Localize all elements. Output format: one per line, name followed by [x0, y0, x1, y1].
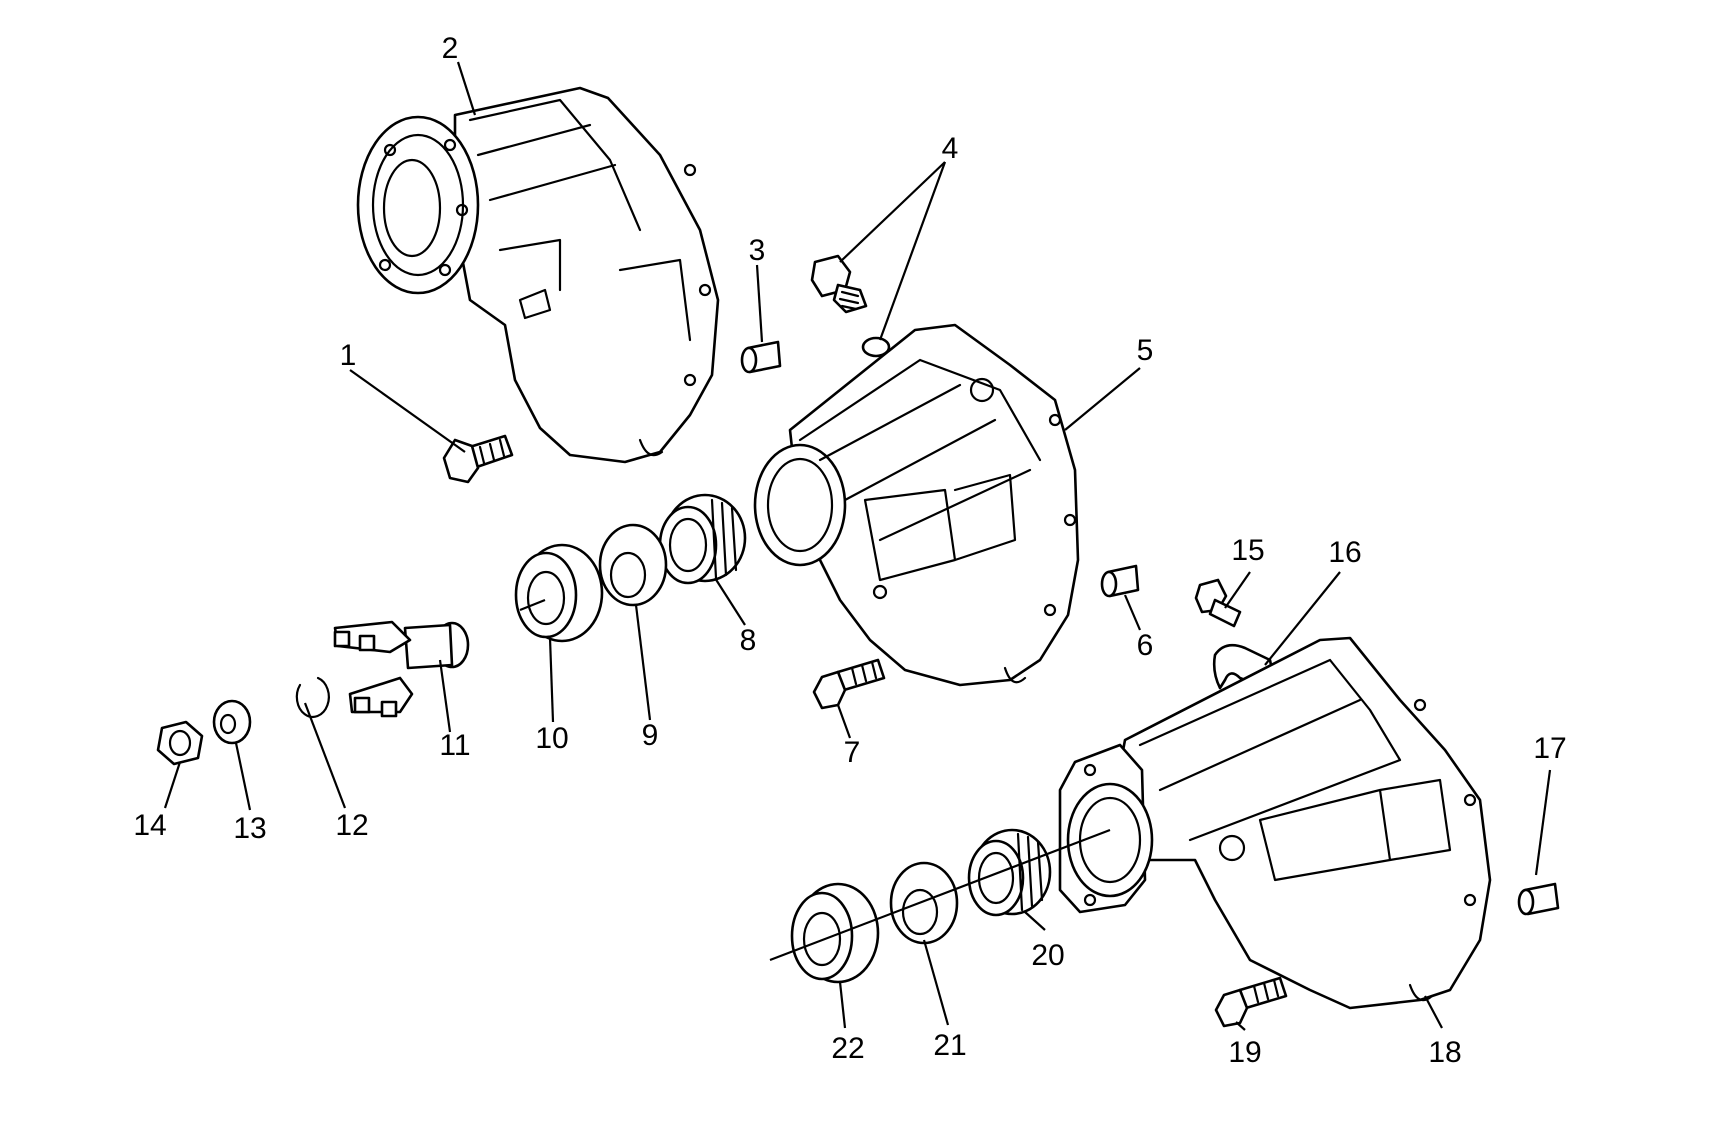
callout-15: 15	[1231, 534, 1264, 567]
bearing-part-8	[658, 493, 747, 585]
middle-housing-part	[753, 323, 1080, 687]
snap-ring-part-12	[295, 676, 330, 719]
bolt-part-1	[442, 434, 514, 484]
callout-7: 7	[844, 736, 861, 769]
shim-part-21	[889, 861, 959, 945]
leader-lines	[163, 61, 1552, 1031]
bearing-part-20	[967, 828, 1052, 917]
callout-18: 18	[1428, 1036, 1461, 1069]
switch-part-4	[810, 254, 891, 358]
callout-5: 5	[1137, 334, 1154, 367]
dowel-part-3	[740, 340, 782, 374]
assembly-axis-rear	[769, 828, 1111, 962]
seal-part-10	[514, 543, 604, 643]
callout-8: 8	[740, 624, 757, 657]
callout-22: 22	[831, 1032, 864, 1065]
callout-3: 3	[749, 234, 766, 267]
callout-20: 20	[1031, 939, 1064, 972]
callout-9: 9	[642, 719, 659, 752]
yoke-part-11	[333, 620, 470, 718]
callout-16: 16	[1328, 536, 1361, 569]
callout-2: 2	[442, 32, 459, 65]
callout-17: 17	[1533, 732, 1566, 765]
callout-13: 13	[233, 812, 266, 845]
dowel-part-17	[1517, 882, 1560, 916]
rear-housing-part	[1058, 636, 1492, 1010]
bolt-part-19	[1214, 976, 1288, 1028]
washer-part-13	[212, 699, 252, 745]
callout-4: 4	[942, 132, 959, 165]
shim-part-9	[598, 523, 668, 607]
callout-12: 12	[335, 809, 368, 842]
callout-21: 21	[933, 1029, 966, 1062]
callout-1: 1	[340, 339, 357, 372]
callout-6: 6	[1137, 629, 1154, 662]
callout-10: 10	[535, 722, 568, 755]
front-housing-part	[356, 86, 720, 464]
assembly-axis-front	[519, 598, 546, 612]
dowel-part-6	[1100, 564, 1140, 598]
callout-19: 19	[1228, 1036, 1261, 1069]
callout-14: 14	[133, 809, 166, 842]
bolt-part-7	[812, 658, 886, 710]
nut-part-14	[156, 720, 204, 766]
seal-part-22	[790, 882, 880, 984]
callout-11: 11	[439, 729, 470, 762]
bolt-part-15	[1194, 578, 1242, 628]
